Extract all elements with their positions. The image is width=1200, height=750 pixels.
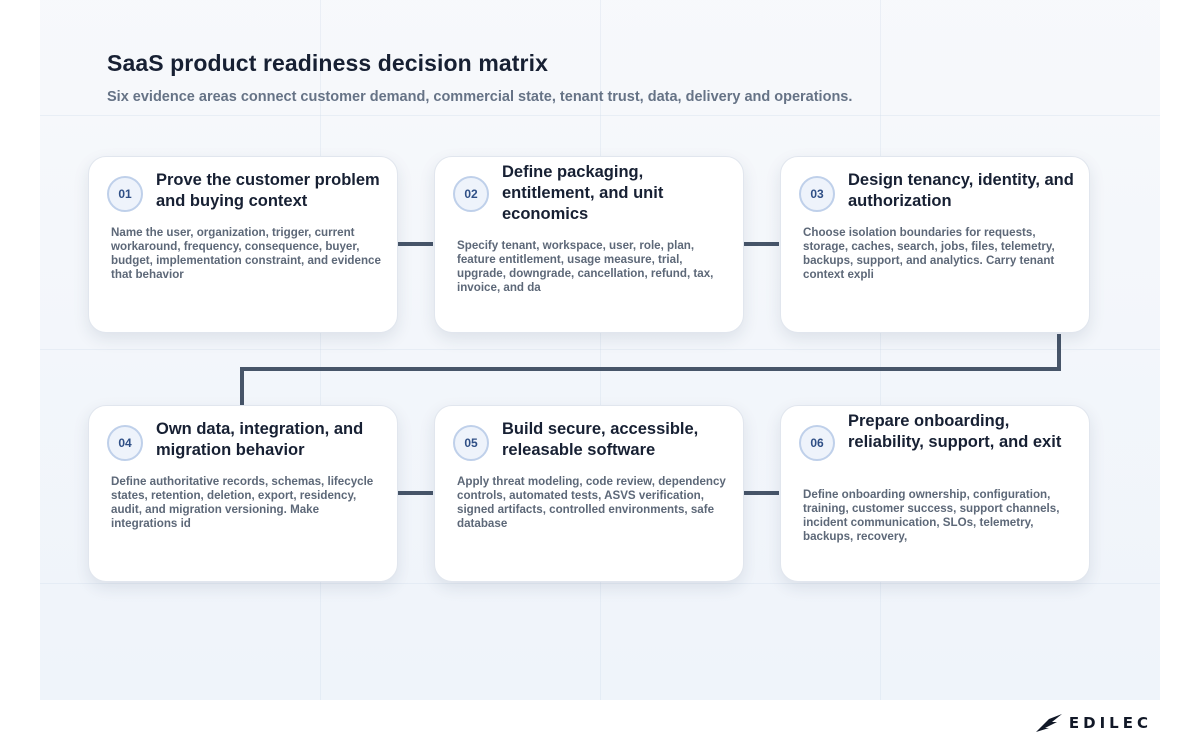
step-number-badge: 06: [799, 425, 835, 461]
grid-line: [40, 583, 1160, 584]
step-title: Own data, integration, and migration beh…: [156, 420, 364, 459]
step-title: Build secure, accessible, releasable sof…: [502, 420, 699, 459]
grid-line: [880, 0, 881, 700]
step-description: Define onboarding ownership, configurati…: [803, 488, 1060, 543]
step-description: Choose isolation boundaries for requests…: [803, 226, 1055, 281]
grid-line: [40, 115, 1160, 116]
step-card-03: 03 Design tenancy, identity, and authori…: [780, 156, 1090, 333]
step-description: Name the user, organization, trigger, cu…: [111, 226, 381, 281]
step-description: Apply threat modeling, code review, depe…: [457, 475, 726, 530]
step-card-02: 02 Define packaging, entitlement, and un…: [434, 156, 744, 333]
background-panel: [40, 0, 1160, 700]
grid-line: [40, 349, 1160, 350]
step-card-04: 04 Own data, integration, and migration …: [88, 405, 398, 582]
step-number-badge: 02: [453, 176, 489, 212]
grid-line: [600, 0, 601, 700]
edilec-logo-icon: [1035, 714, 1062, 732]
brand-logo-text: EDILEC: [1068, 714, 1152, 732]
page-title: SaaS product readiness decision matrix: [107, 50, 548, 76]
step-title: Design tenancy, identity, and authorizat…: [848, 171, 1074, 210]
brand-logo: EDILEC: [1035, 712, 1152, 734]
step-title: Define packaging, entitlement, and unit …: [502, 163, 664, 223]
step-number-badge: 03: [799, 176, 835, 212]
step-description: Define authoritative records, schemas, l…: [111, 475, 374, 530]
step-description: Specify tenant, workspace, user, role, p…: [457, 239, 714, 294]
step-number-badge: 04: [107, 425, 143, 461]
step-number-badge: 05: [453, 425, 489, 461]
step-title: Prove the customer problem and buying co…: [156, 171, 380, 210]
page-subtitle: Six evidence areas connect customer dema…: [107, 89, 853, 105]
step-card-01: 01 Prove the customer problem and buying…: [88, 156, 398, 333]
step-card-06: 06 Prepare onboarding, reliability, supp…: [780, 405, 1090, 582]
step-title: Prepare onboarding, reliability, support…: [848, 412, 1062, 451]
connector-03-04: [240, 334, 1061, 405]
step-card-05: 05 Build secure, accessible, releasable …: [434, 405, 744, 582]
grid-line: [320, 0, 321, 700]
step-number-badge: 01: [107, 176, 143, 212]
